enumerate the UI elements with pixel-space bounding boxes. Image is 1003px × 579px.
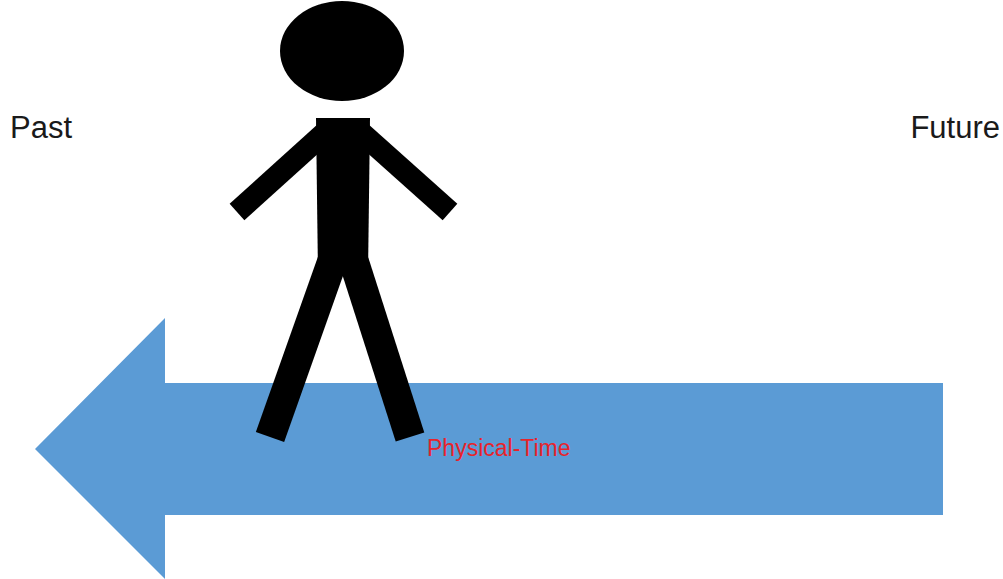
figure-arm: [237, 128, 330, 212]
arrow-label: Physical-Time: [427, 434, 571, 462]
time-direction-label: Future: [910, 110, 1000, 146]
time-direction-label: Past: [10, 110, 72, 146]
arrow-body: [35, 318, 943, 579]
figure-head: [280, 1, 404, 101]
time-arrow: Physical-Time: [35, 318, 943, 579]
figure-arm: [356, 128, 450, 212]
